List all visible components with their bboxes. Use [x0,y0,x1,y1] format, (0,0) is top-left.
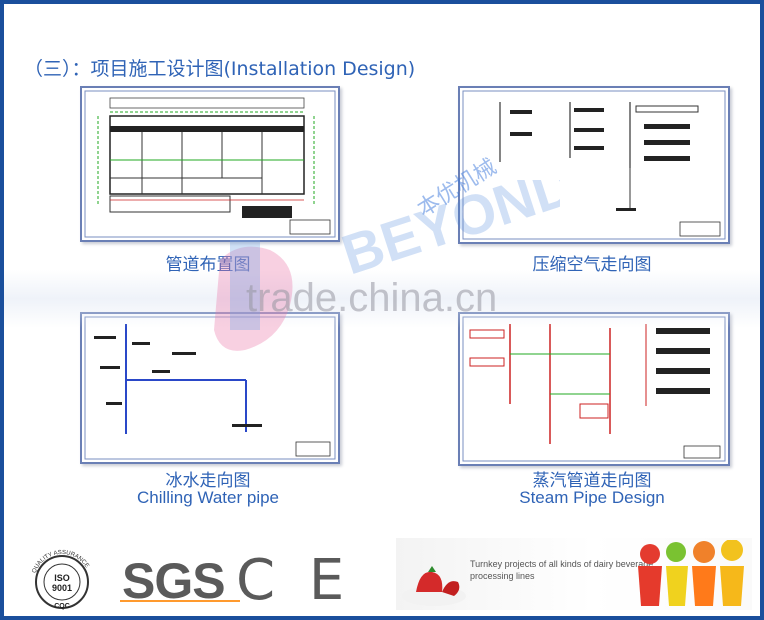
strawberry-milk-icon [402,566,466,606]
turnkey-banner: Turnkey projects of all kinds of dairy b… [396,538,752,610]
chilling-water-caption-cn: 冰水走向图 [165,471,251,491]
svg-text:QUALITY ASSURANCE: QUALITY ASSURANCE [32,550,90,574]
company-logo-watermark: BEYOND [214,180,560,351]
svg-text:CQC: CQC [54,603,70,610]
ce-mark: C E [236,548,353,613]
watermark-band [4,270,760,328]
svg-text:ISO: ISO [54,573,70,583]
trade-china-watermark: trade.china.cn [246,276,498,320]
sgs-underline [120,600,240,602]
steam-pipe-caption-en: Steam Pipe Design [519,488,665,507]
chilling-water-drawing [80,312,340,464]
banner-text: Turnkey projects of all kinds of dairy b… [470,559,654,581]
steam-pipe-caption-cn: 蒸汽管道走向图 [532,471,652,491]
chilling-water-caption-en: Chilling Water pipe [136,488,280,507]
sgs-logo: SGS [122,553,226,609]
iso9001-cqc-logo: QUALITY ASSURANCE ISO 9001 CQC [32,550,90,610]
page-title: （三）：项目施工设计图(Installation Design) [24,58,416,80]
juice-cups-icon [638,540,744,606]
svg-text:9001: 9001 [52,583,72,593]
compressed-air-drawing [458,86,730,244]
pipe-layout-drawing [80,86,340,242]
